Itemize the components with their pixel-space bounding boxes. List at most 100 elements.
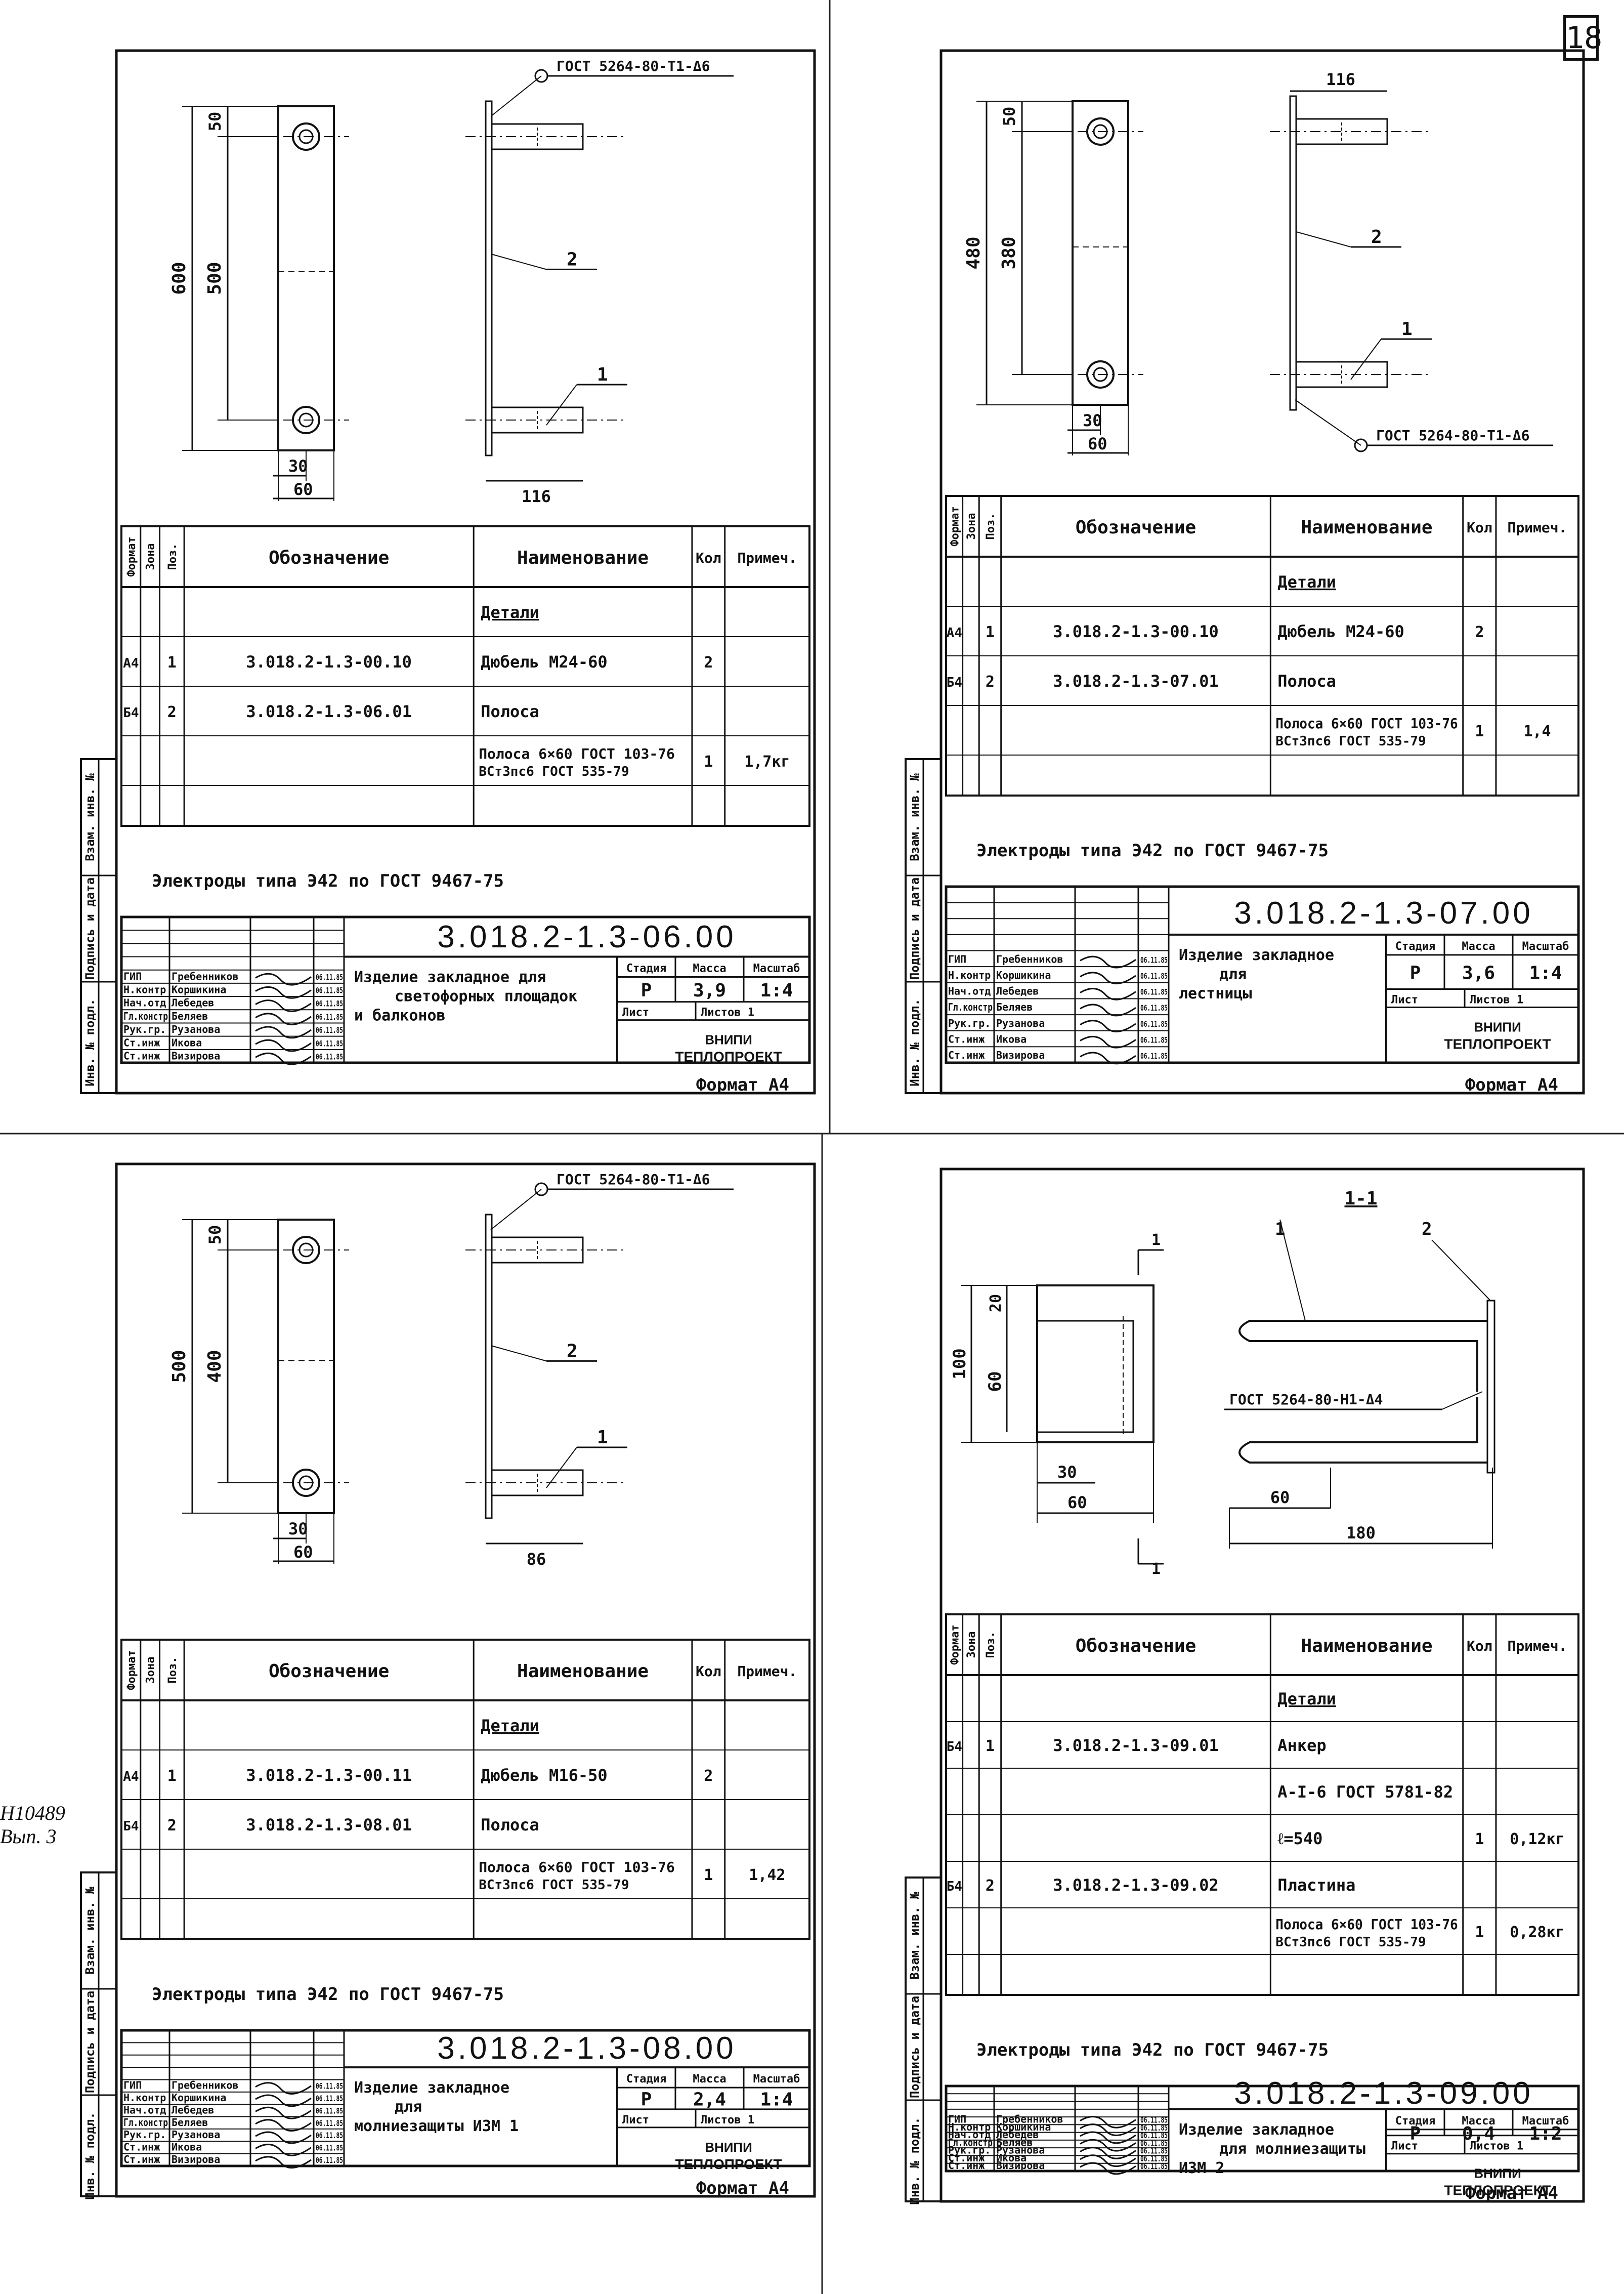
dim-half-width: 30 <box>288 1519 308 1538</box>
signature <box>1080 2162 1136 2175</box>
spec-cell-pos: 1 <box>986 1737 995 1755</box>
dim-half-width: 30 <box>1057 1463 1077 1482</box>
callout-1-leader <box>1279 1219 1306 1321</box>
staff-name: Лебедев <box>172 2104 214 2116</box>
item-title-line: молниезащиты ИЗМ 1 <box>354 2117 519 2135</box>
dim-width: 60 <box>293 1542 313 1562</box>
staff-date: 06.11.85 <box>1140 987 1168 997</box>
staff-date: 06.11.85 <box>1140 2161 1168 2171</box>
section-mark-label: 1 <box>1151 1231 1161 1249</box>
dim-depth: 116 <box>522 487 551 506</box>
org-line-2: ТЕПЛОПРОЕКТ <box>1444 2183 1551 2198</box>
stage-header: Стадия <box>1395 2115 1435 2128</box>
callout-1-leader <box>546 1447 577 1488</box>
spec-header-format: Формат <box>949 506 961 546</box>
callout-2: 2 <box>1371 227 1382 247</box>
dim-leg: 60 <box>1270 1488 1290 1507</box>
spec-table <box>120 1639 810 1940</box>
staff-role: Нач.отд <box>948 2129 991 2141</box>
spec-cell-name: Полоса <box>481 702 539 721</box>
signature <box>1080 1035 1136 1049</box>
callout-1: 1 <box>1401 319 1413 340</box>
signature <box>1080 2116 1136 2129</box>
signature <box>255 2082 312 2095</box>
spec-cell-qty: 2 <box>704 1767 713 1785</box>
weld-symbol: ГОСТ 5264-80-Т1-Δ6 <box>1376 427 1529 444</box>
callout-1-leader <box>1350 339 1382 380</box>
signature <box>255 2131 312 2144</box>
callout-2-leader <box>1296 231 1351 247</box>
signature <box>255 986 312 999</box>
spec-header-pos: Поз. <box>166 544 179 570</box>
staff-name: Рузанова <box>172 2129 220 2141</box>
staff-role: Гл.констр <box>123 1010 168 1022</box>
spec-cell-name: Полоса <box>481 1815 539 1834</box>
side-label: Подпись и дата <box>908 878 922 980</box>
signature <box>1080 1004 1136 1017</box>
spec-cell-name: ℓ=540 <box>1277 1829 1322 1848</box>
staff-role: Ст.инж <box>948 1033 985 1045</box>
spec-cell-name: Дюбель М16-50 <box>481 1766 607 1785</box>
dim-total: 480 <box>963 236 984 269</box>
drawing-code: 3.018.2-1.3-09.00 <box>1234 2076 1533 2111</box>
mass-value: 0,4 <box>1462 2123 1495 2144</box>
item-title-line: лестницы <box>1179 985 1252 1003</box>
item-title-line: светофорных площадок <box>395 988 577 1006</box>
org-line-1: ВНИПИ <box>705 2140 752 2155</box>
signature <box>255 2119 312 2132</box>
spec-cell-name: ВСт3пс6 ГОСТ 535-79 <box>1275 734 1426 749</box>
callout-2: 2 <box>567 1341 578 1361</box>
staff-role: Рук.гр. <box>123 1023 166 1035</box>
spec-header-format: Формат <box>125 536 138 576</box>
spec-header-qty: Кол <box>1467 1638 1492 1654</box>
staff-date: 06.11.85 <box>316 1052 343 1061</box>
scale-header: Масштаб <box>753 2073 800 2086</box>
spec-header-note: Примеч. <box>737 1663 797 1680</box>
mass-value: 3,6 <box>1462 963 1495 984</box>
staff-role: Нач.отд <box>123 2104 166 2116</box>
mounting-plate <box>1036 1284 1155 1443</box>
format-label: Формат А4 <box>696 2178 789 2198</box>
callout-2: 2 <box>1422 1219 1432 1239</box>
staff-date: 06.11.85 <box>316 2155 343 2165</box>
org-line-2: ТЕПЛОПРОЕКТ <box>675 1049 782 1065</box>
staff-role: Ст.инж <box>123 2141 160 2153</box>
staff-role: ГИП <box>123 2079 142 2092</box>
spec-cell-name: Полоса 6×60 ГОСТ 103-76 <box>479 1859 675 1875</box>
staff-name: Гребенников <box>172 2079 238 2092</box>
spec-cell-pos: 1 <box>167 1767 177 1785</box>
org-line-1: ВНИПИ <box>1474 1019 1521 1034</box>
spec-cell-name: Пластина <box>1277 1875 1355 1895</box>
signature <box>1080 2131 1136 2144</box>
spec-cell-name: Полоса 6×60 ГОСТ 103-76 <box>479 745 675 762</box>
scale-value: 1:4 <box>760 980 793 1001</box>
staff-role: ГИП <box>948 2113 966 2125</box>
spec-cell-format: Б4 <box>947 1879 962 1894</box>
item-title-line: Изделие закладное <box>354 2079 509 2097</box>
dim-span: 400 <box>204 1350 225 1383</box>
staff-role: Ст.инж <box>948 2152 985 2164</box>
spec-cell-qty: 2 <box>1475 623 1484 641</box>
weld-leader <box>490 1189 542 1230</box>
org-line-2: ТЕПЛОПРОЕКТ <box>1444 1036 1551 1052</box>
spec-header-qty: Кол <box>696 1663 721 1680</box>
staff-name: Беляев <box>172 1010 208 1022</box>
spec-cell-designation: 3.018.2-1.3-07.01 <box>1053 672 1219 691</box>
spec-header-name: Наименование <box>517 1661 649 1682</box>
staff-name: Беляев <box>996 2136 1033 2148</box>
spec-cell-pos: 2 <box>167 703 177 721</box>
dim-top: 50 <box>205 1225 225 1245</box>
item-title-line: для <box>1219 966 1247 983</box>
spec-header-zone: Зона <box>965 513 978 540</box>
staff-name: Гребенников <box>172 970 238 982</box>
callout-1: 1 <box>597 1427 608 1448</box>
signature <box>255 1026 312 1039</box>
sheets-label: Листов 1 <box>1470 993 1523 1006</box>
signature <box>1080 1052 1136 1065</box>
signature <box>1080 988 1136 1000</box>
spec-cell-designation: 3.018.2-1.3-08.01 <box>246 1815 412 1834</box>
